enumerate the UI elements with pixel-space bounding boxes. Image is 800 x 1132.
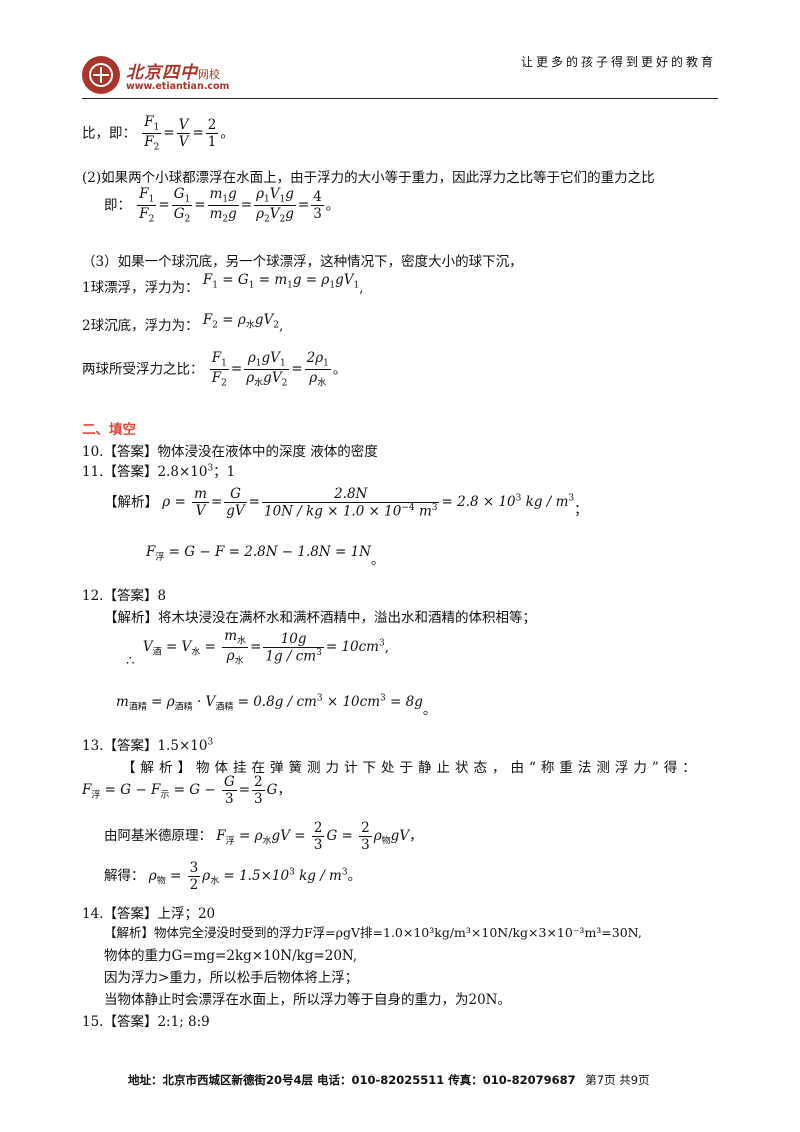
footer-address: 地址：北京市西城区新德街20号4层 电话：010-82025511 传真：010… (128, 1073, 576, 1087)
answer-14: 14.【答案】上浮；20 (82, 906, 216, 922)
analysis-14-line3: 因为浮力>重力，所以松手后物体将上浮； (104, 970, 359, 986)
sink-force-line: 2球沉底，浮力为： F2 = ρ水gV2, (82, 312, 284, 334)
paragraph-2: (2)如果两个小球都漂浮在水面上，由于浮力的大小等于重力，因此浮力之比等于它们的… (82, 170, 655, 186)
section-heading: 二、填空 (82, 422, 136, 438)
analysis-13: 【解析】物体挂在弹簧测力计下处于静止状态，由“称重法测浮力”得： (122, 760, 701, 776)
analysis-12-mass: m酒精 = ρ酒精 · V酒精 = 0.8g / cm3 × 10cm3 = 8… (116, 693, 437, 719)
float-force-line: 1球漂浮，浮力为： F1 = G1 = m1g = ρ1gV1, (82, 272, 364, 296)
analysis-14-line4: 当物体静止时会漂浮在水面上，所以浮力等于自身的重力，为20N。 (104, 992, 511, 1008)
answer-11: 11.【答案】2.8×103；1 (82, 463, 236, 481)
header-divider (82, 98, 718, 99)
page-footer: 地址：北京市西城区新德街20号4层 电话：010-82025511 传真：010… (128, 1072, 650, 1088)
analysis-12: 【解析】将木块浸没在满杯水和满杯酒精中，溢出水和酒精的体积相等； (104, 610, 536, 626)
paragraph-3: （3）如果一个球沉底，另一个球漂浮，这种情况下，密度大小的球下沉， (82, 254, 523, 270)
site-logo: 北京四中网校 www.etiantian.com (82, 56, 272, 100)
answer-15: 15.【答案】2:1; 8:9 (82, 1014, 210, 1030)
analysis-11-buoyancy: F浮 = G − F = 2.8N − 1.8N = 1N。 (146, 544, 385, 568)
footer-page-number: 第7页 共9页 (585, 1073, 650, 1087)
analysis-14-line2: 物体的重力G=mg=2kg×10N/kg=20N, (104, 948, 358, 964)
answer-10: 10.【答案】物体浸没在液体中的深度 液体的密度 (82, 444, 378, 460)
answer-13: 13.【答案】1.5×103 (82, 737, 214, 755)
analysis-14-line1: 【解析】物体完全浸没时受到的浮力F浮=ρgV排=1.0×10³kg/m³×10N… (104, 925, 642, 940)
header-slogan: 让更多的孩子得到更好的教育 (520, 55, 716, 69)
logo-emblem-icon (82, 56, 120, 94)
answer-12: 12.【答案】8 (82, 588, 167, 604)
logo-url: www.etiantian.com (126, 81, 230, 92)
logo-brand: 北京四中网校 (126, 63, 220, 83)
